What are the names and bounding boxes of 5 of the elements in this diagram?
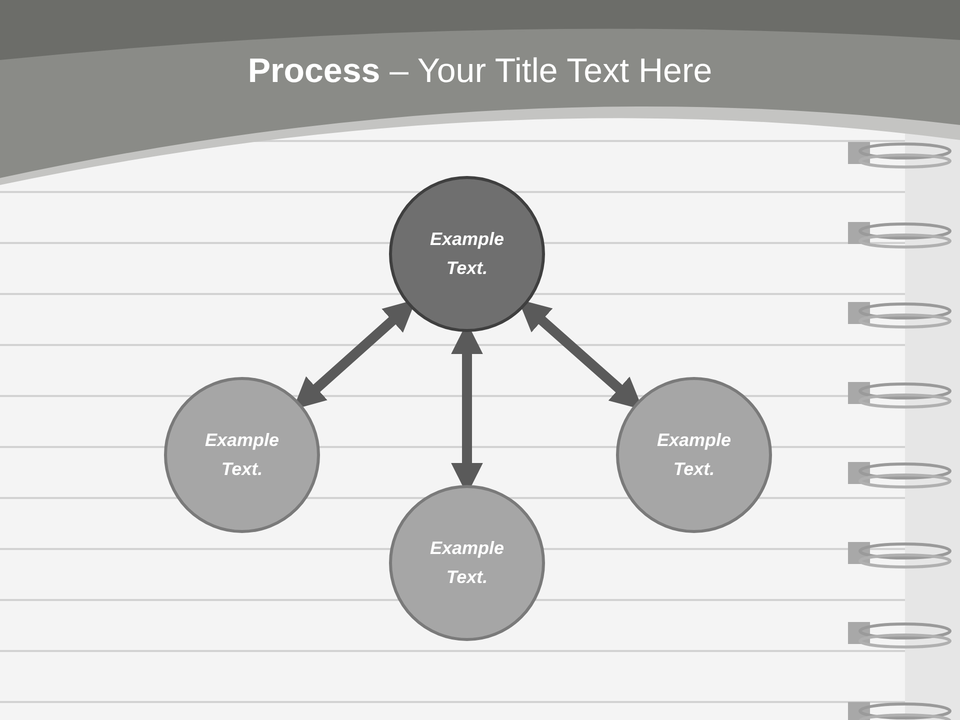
circle-label: Example Text.	[204, 429, 280, 481]
slide-title: Process – Your Title Text Here	[246, 52, 714, 91]
circle-label: Example Text.	[428, 537, 506, 589]
circle-label: Example Text.	[656, 429, 732, 481]
circle-label: Example Text.	[428, 228, 506, 280]
